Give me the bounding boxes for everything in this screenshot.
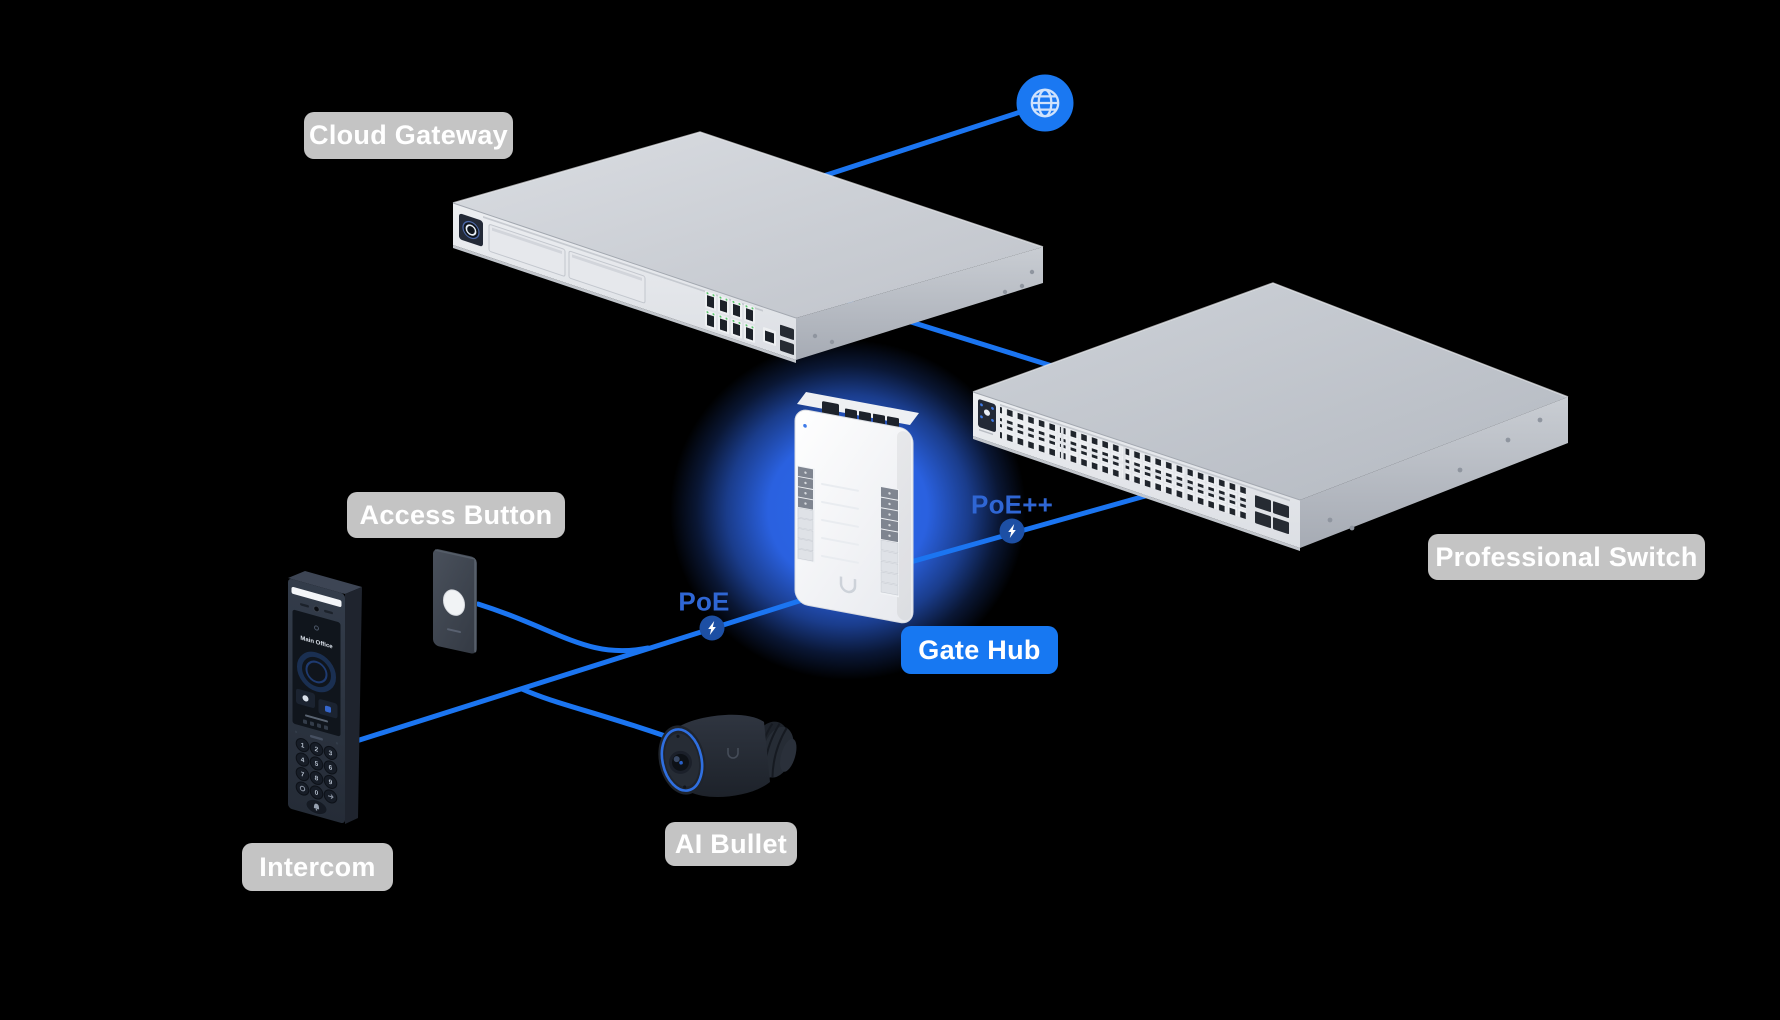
- svg-text:9: 9: [329, 779, 333, 787]
- svg-text:4: 4: [301, 756, 305, 764]
- access-button-label: Access Button: [347, 492, 565, 538]
- access-button-round-button: [443, 589, 465, 616]
- poe-pp-connection-label: PoE++: [971, 489, 1053, 520]
- intercom-speaker: [324, 609, 333, 615]
- intercom-side-face: [345, 587, 362, 824]
- switch-top-face: [973, 283, 1568, 500]
- svg-text:7: 7: [301, 771, 305, 779]
- poe-pp-bolt-icon: [999, 518, 1025, 544]
- camera-front: [658, 725, 706, 795]
- intercom-keypad: 1 2 3 4 5 6 7 8 9 0: [295, 737, 338, 804]
- line-intercom-to-gatehub: [347, 592, 821, 746]
- camera-body-u-logo: [727, 748, 739, 759]
- intercom-light-bar: [291, 586, 342, 607]
- intercom-device: Main Office 1 2 3 4 5 6 7: [288, 571, 362, 824]
- gateway-drive-bay: [488, 224, 566, 277]
- line-access-button-branch: [475, 601, 651, 654]
- gateway-front-details: [459, 213, 794, 355]
- professional-switch-label: Professional Switch: [1428, 534, 1705, 580]
- intercom-speaker: [300, 603, 309, 608]
- switch-side-rivets: [1327, 417, 1543, 531]
- intercom-top-face: [288, 571, 362, 594]
- svg-text:5: 5: [315, 760, 319, 768]
- ubiquiti-logo: [839, 576, 857, 594]
- cloud-gateway-label: Cloud Gateway: [304, 112, 513, 159]
- gate-hub-silkscreen: [821, 483, 859, 564]
- ai-bullet-device: [658, 714, 797, 798]
- svg-text:3: 3: [329, 750, 333, 758]
- gateway-wan-sfp-ports: [763, 324, 794, 355]
- gateway-drive-bay: [568, 250, 646, 304]
- svg-text:2: 2: [315, 746, 319, 754]
- cloud-gateway-device: [452, 131, 1044, 363]
- camera-blue-ring: [660, 728, 704, 792]
- professional-switch-device: [972, 282, 1569, 551]
- svg-text:8: 8: [315, 775, 319, 783]
- gate-hub-status-led: [803, 424, 807, 428]
- globe-icon: [1016, 74, 1074, 132]
- gate-hub-right-terminals: [880, 485, 899, 598]
- intercom-bell-button: [305, 798, 328, 816]
- intercom-label: Intercom: [242, 843, 393, 891]
- switch-sfp-ports: [1255, 495, 1289, 535]
- switch-side-face: [1300, 397, 1568, 548]
- poe-bolt-icon: [699, 615, 725, 641]
- enter-icon: [328, 794, 334, 799]
- gateway-side-face: [796, 247, 1043, 360]
- mute-icon: [299, 785, 306, 792]
- svg-text:1: 1: [301, 742, 305, 750]
- intercom-screen: Main Office: [292, 609, 341, 737]
- poe-connection-label: PoE: [678, 586, 730, 617]
- gate-hub-label: Gate Hub: [901, 626, 1058, 674]
- gate-hub-left-terminals: [797, 465, 815, 563]
- bell-icon: [313, 803, 320, 810]
- svg-text:0: 0: [315, 789, 319, 797]
- gateway-side-rivets: [812, 269, 1035, 345]
- gateway-top-face: [453, 132, 1043, 318]
- gate-hub-device: [794, 392, 919, 624]
- access-button-device: [433, 549, 477, 654]
- svg-text:6: 6: [329, 764, 333, 772]
- intercom-camera: [313, 605, 320, 613]
- ai-bullet-label: AI Bullet: [665, 822, 797, 866]
- switch-front-details: [978, 399, 1290, 535]
- gateway-rj45-ports: [705, 290, 755, 343]
- switch-rj45-ports: [1000, 406, 1246, 520]
